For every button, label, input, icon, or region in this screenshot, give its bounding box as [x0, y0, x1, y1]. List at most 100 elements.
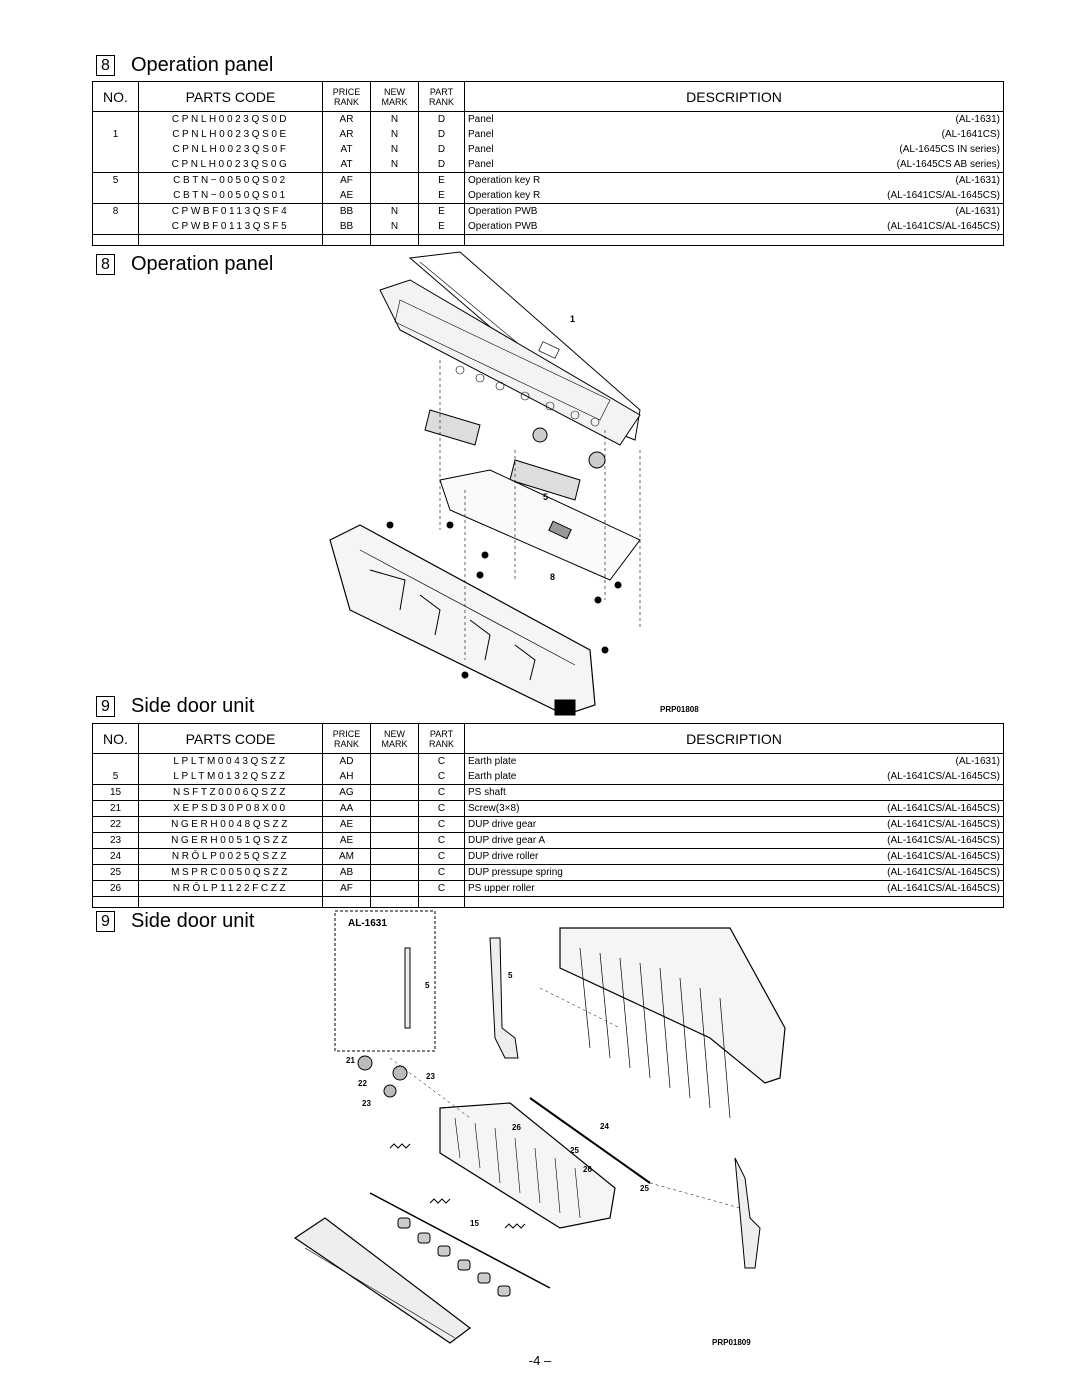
parts-code: NGERH0051QSZZ	[138, 832, 323, 849]
callout-25b: 25	[640, 1184, 649, 1193]
price-rank: AH	[322, 769, 371, 785]
new-mark	[370, 753, 419, 769]
model-applicability: (AL-1645CS AB series)	[896, 159, 1000, 170]
section-9-drawing-number: 9	[96, 911, 115, 932]
parts-code: CPWBF0113QSF5	[138, 219, 323, 235]
row-number: 8	[92, 203, 139, 219]
new-mark: N	[370, 157, 419, 173]
price-rank: AR	[322, 127, 371, 142]
part-rank: C	[418, 784, 465, 801]
callout-22: 22	[358, 1079, 367, 1088]
price-rank: AM	[322, 848, 371, 865]
section-8-drawing-title-text: Operation panel	[131, 253, 274, 275]
description-text: Operation key R	[468, 190, 541, 201]
description: Screw(3×8)(AL-1641CS/AL-1645CS)	[464, 800, 1004, 817]
description-text: DUP drive roller	[468, 851, 539, 862]
drawing-code-prp01809: PRP01809	[712, 1338, 751, 1347]
section-8-number: 8	[96, 55, 115, 76]
row-number: 22	[92, 816, 139, 833]
section-9-drawing-title: 9 Side door unit	[96, 910, 254, 933]
description: Panel(AL-1645CS AB series)	[464, 157, 1004, 173]
model-applicability: (AL-1631)	[955, 175, 1000, 186]
part-rank: D	[418, 127, 465, 142]
row-number	[92, 111, 139, 127]
row-number: 24	[92, 848, 139, 865]
part-rank: C	[418, 864, 465, 881]
new-mark	[370, 880, 419, 897]
new-mark: N	[370, 142, 419, 157]
description: Panel(AL-1641CS)	[464, 127, 1004, 142]
parts-code: CBTN−0050QS02	[138, 172, 323, 188]
row-number	[92, 142, 139, 157]
side-door-exploded-drawing: AL-1631 5 5 21 22 23 23 24 25 26 26 25 1…	[293, 910, 786, 1344]
description-text: DUP pressupe spring	[468, 867, 563, 878]
model-applicability: (AL-1631)	[955, 114, 1000, 125]
price-rank: AF	[322, 172, 371, 188]
parts-code: CPNLH0023QS0F	[138, 142, 323, 157]
description: DUP drive gear(AL-1641CS/AL-1645CS)	[464, 816, 1004, 833]
operation-panel-exploded-drawing: 1 5 8	[329, 251, 641, 716]
parts-code: MSPRC0050QSZZ	[138, 864, 323, 881]
header-parts-code: PARTS CODE	[138, 81, 323, 112]
model-applicability: (AL-1645CS IN series)	[899, 144, 1000, 155]
price-rank: AG	[322, 784, 371, 801]
parts-code: NRŌLP1122FCZZ	[138, 880, 323, 897]
blank-row	[92, 896, 1004, 908]
description-text: Earth plate	[468, 771, 517, 782]
part-rank: C	[418, 800, 465, 817]
header-no: NO.	[92, 81, 139, 112]
parts-code: CPNLH0023QS0D	[138, 111, 323, 127]
header-parts-code: PARTS CODE	[138, 723, 323, 754]
description-text: Operation key R	[468, 175, 541, 186]
price-rank: BB	[322, 203, 371, 219]
inset-label-al-1631: AL-1631	[348, 918, 387, 929]
row-number: 1	[92, 127, 139, 142]
callout-5: 5	[543, 492, 548, 502]
parts-code: NSFTZ0006QSZZ	[138, 784, 323, 801]
new-mark	[370, 832, 419, 849]
description: Panel(AL-1645CS IN series)	[464, 142, 1004, 157]
new-mark: N	[370, 203, 419, 219]
callout-21: 21	[346, 1056, 355, 1065]
section-9-drawing-title-text: Side door unit	[131, 910, 255, 932]
description-text: Panel	[468, 114, 494, 125]
description: Operation PWB(AL-1631)	[464, 203, 1004, 219]
model-applicability: (AL-1641CS/AL-1645CS)	[887, 221, 1000, 232]
section-8-title-text: Operation panel	[131, 54, 274, 76]
description: DUP drive roller(AL-1641CS/AL-1645CS)	[464, 848, 1004, 865]
parts-code: NGERH0048QSZZ	[138, 816, 323, 833]
row-number: 25	[92, 864, 139, 881]
callout-15: 15	[470, 1219, 479, 1228]
new-mark: N	[370, 111, 419, 127]
header-description: DESCRIPTION	[464, 81, 1004, 112]
part-rank: C	[418, 880, 465, 897]
description: Earth plate(AL-1631)	[464, 753, 1004, 769]
model-applicability: (AL-1641CS/AL-1645CS)	[887, 867, 1000, 878]
section-8-drawing-title: 8 Operation panel	[96, 253, 273, 276]
new-mark	[370, 172, 419, 188]
section-9-number: 9	[96, 696, 115, 717]
section-9-title: 9 Side door unit	[96, 695, 254, 718]
model-applicability: (AL-1641CS/AL-1645CS)	[887, 190, 1000, 201]
row-number	[92, 753, 139, 769]
description: PS shaft	[464, 784, 1004, 801]
price-rank: AR	[322, 111, 371, 127]
parts-code: CPNLH0023QS0G	[138, 157, 323, 173]
section-8-drawing-number: 8	[96, 254, 115, 275]
part-rank: C	[418, 816, 465, 833]
model-applicability: (AL-1631)	[955, 756, 1000, 767]
new-mark	[370, 864, 419, 881]
